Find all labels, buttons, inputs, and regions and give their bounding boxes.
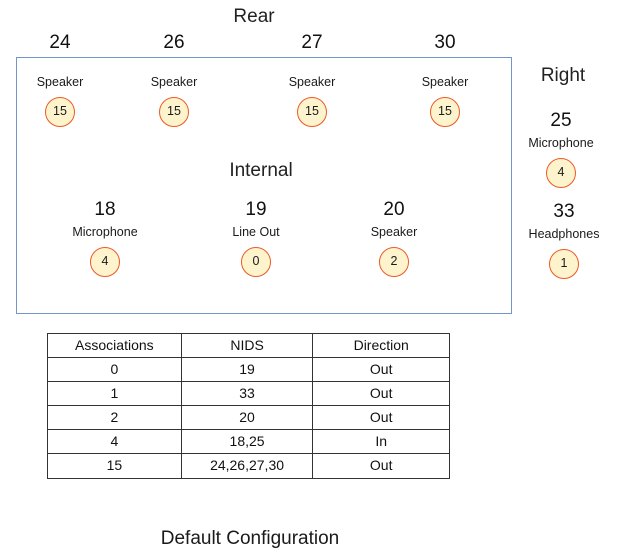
internal-device-label-19: Line Out [232, 225, 280, 239]
cell-nids: 18,25 [180, 429, 314, 455]
internal-section-title: Internal [229, 160, 293, 181]
table-header-nids: NIDS [180, 332, 314, 359]
internal-nid-19: 19 [245, 199, 267, 220]
rear-node-26: Speaker 15 [114, 76, 234, 127]
internal-device-label-20: Speaker [370, 225, 418, 239]
rear-node-24: Speaker 15 [0, 76, 120, 127]
internal-node-19: 19 Line Out 0 [196, 200, 316, 277]
rear-device-label-24: Speaker [36, 75, 84, 89]
internal-nid-20: 20 [383, 199, 405, 220]
right-node-25: 25 Microphone 4 [501, 111, 620, 188]
cell-direction: Out [312, 453, 450, 479]
table-row: 4 18,25 In [47, 429, 450, 455]
internal-node-18: 18 Microphone 4 [45, 200, 165, 277]
right-device-label-25: Microphone [528, 136, 594, 150]
rear-nid-27: 27 [301, 32, 323, 53]
right-association-25: 4 [546, 157, 576, 188]
rear-device-label-27: Speaker [288, 75, 336, 89]
rear-node-30: Speaker 15 [385, 76, 505, 127]
internal-association-20: 2 [379, 246, 409, 277]
rear-node-27: Speaker 15 [252, 76, 372, 127]
cell-direction: Out [312, 357, 450, 383]
cell-association: 4 [47, 429, 182, 455]
rear-nid-24: 24 [49, 32, 71, 53]
cell-association: 1 [47, 381, 182, 407]
rear-nid-26: 26 [163, 32, 185, 53]
cell-nids: 24,26,27,30 [180, 453, 314, 479]
table-header-row: Associations NIDS Direction [47, 332, 450, 359]
right-association-33: 1 [549, 248, 579, 279]
rear-nid-30: 30 [434, 32, 456, 53]
table-row: 15 24,26,27,30 Out [47, 453, 450, 479]
rear-device-label-26: Speaker [150, 75, 198, 89]
associations-table: Associations NIDS Direction 0 19 Out 1 3… [47, 332, 450, 479]
right-section-title: Right [540, 65, 586, 86]
cell-association: 15 [47, 453, 182, 479]
cell-nids: 20 [180, 405, 314, 431]
codec-boundary-box [16, 57, 512, 314]
right-device-label-33: Headphones [528, 227, 600, 241]
internal-nid-18: 18 [94, 199, 116, 220]
cell-association: 2 [47, 405, 182, 431]
rear-association-24: 15 [45, 96, 75, 127]
cell-direction: Out [312, 405, 450, 431]
rear-association-27: 15 [297, 96, 327, 127]
internal-device-label-18: Microphone [72, 225, 138, 239]
rear-association-26: 15 [159, 96, 189, 127]
rear-device-label-30: Speaker [421, 75, 469, 89]
cell-association: 0 [47, 357, 182, 383]
right-nid-25: 25 [550, 110, 572, 131]
rear-section-title: Rear [233, 6, 275, 27]
figure-caption: Default Configuration [160, 528, 340, 549]
cell-nids: 19 [180, 357, 314, 383]
cell-direction: Out [312, 381, 450, 407]
internal-association-18: 4 [90, 246, 120, 277]
right-nid-33: 33 [553, 201, 575, 222]
cell-nids: 33 [180, 381, 314, 407]
table-row: 2 20 Out [47, 405, 450, 431]
right-node-33: 33 Headphones 1 [504, 202, 620, 279]
table-row: 1 33 Out [47, 381, 450, 407]
table-header-associations: Associations [47, 332, 182, 359]
rear-association-30: 15 [430, 96, 460, 127]
internal-association-19: 0 [241, 246, 271, 277]
internal-node-20: 20 Speaker 2 [334, 200, 454, 277]
table-row: 0 19 Out [47, 357, 450, 383]
cell-direction: In [312, 429, 450, 455]
table-header-direction: Direction [312, 332, 450, 359]
